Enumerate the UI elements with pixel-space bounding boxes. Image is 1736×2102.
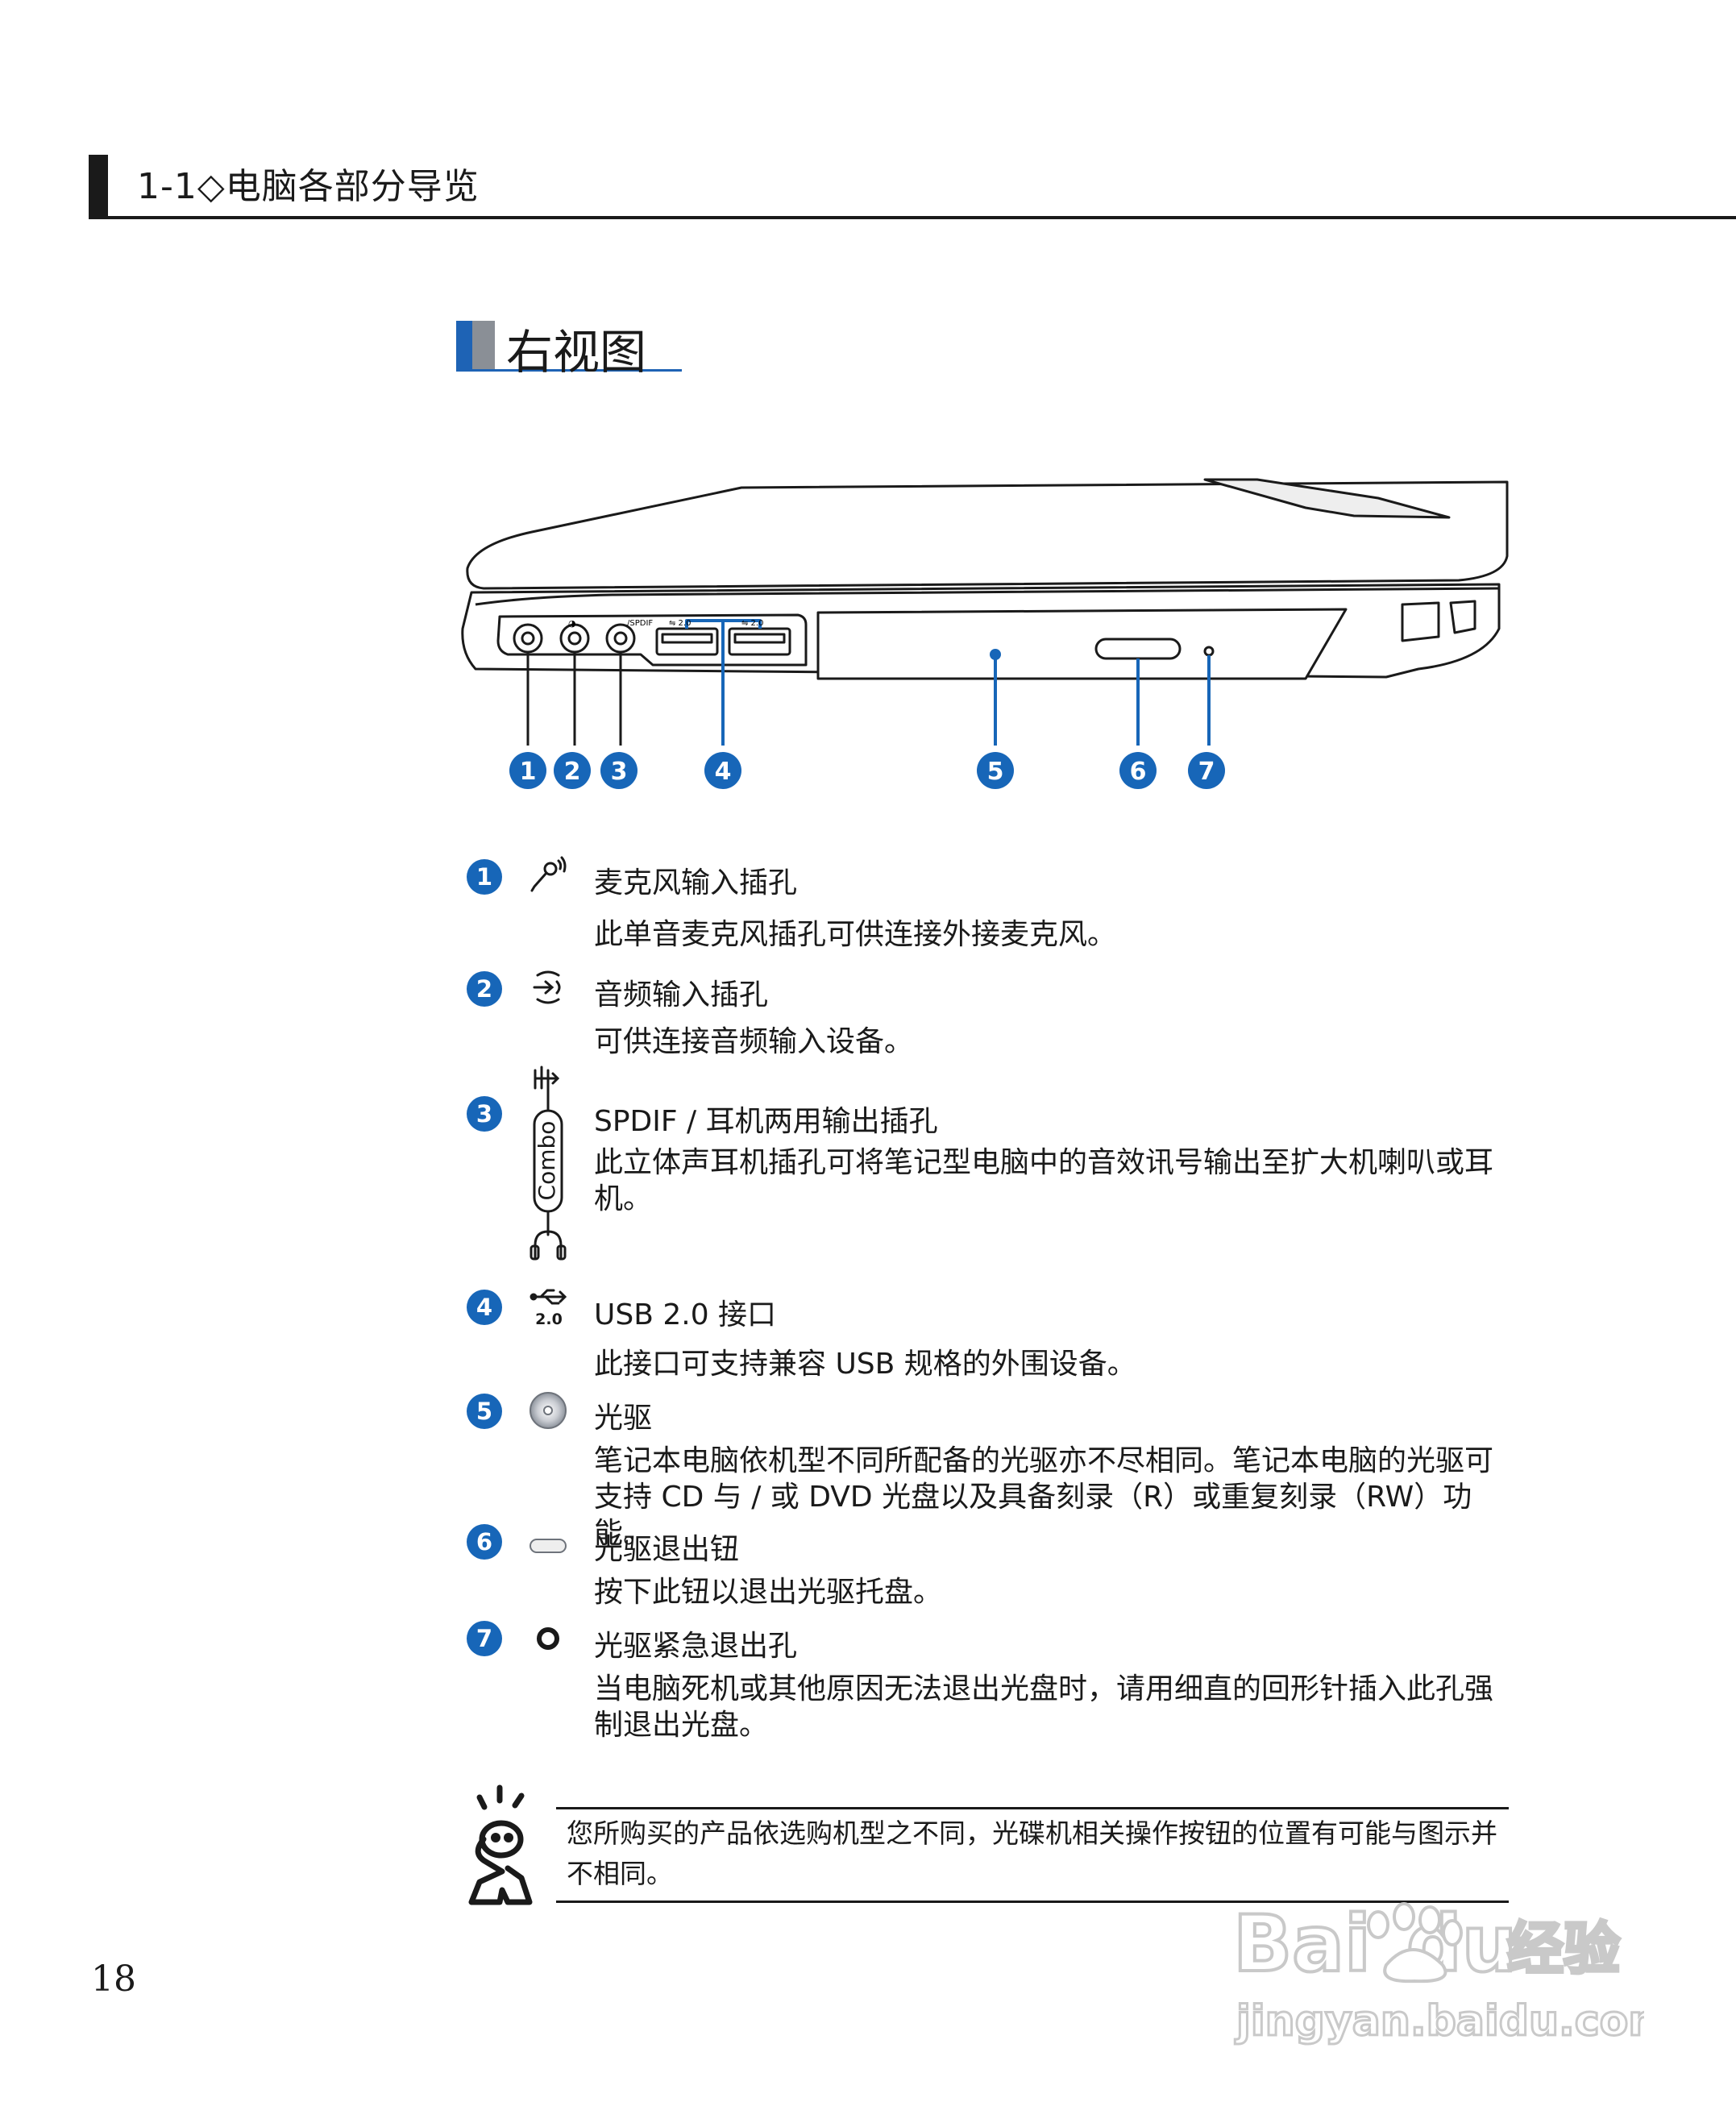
item-description: 按下此钮以退出光驱托盘。	[594, 1576, 943, 1609]
item-description: 当电脑死机或其他原因无法退出光盘时，请用细直的回形针插入此孔强制退出光盘。	[594, 1672, 1494, 1742]
usb-icon: 2.0	[530, 1289, 567, 1328]
emergency-eject-hole-icon	[537, 1627, 559, 1650]
usb-version-label: 2.0	[535, 1311, 563, 1328]
svg-text:⇋ 2.0: ⇋ 2.0	[741, 619, 763, 628]
page-number: 18	[91, 1959, 136, 2000]
item-description: 笔记本电脑依机型不同所配备的光驱亦不尽相同。笔记本电脑的光驱可支持 CD 与 /…	[594, 1444, 1494, 1550]
eject-button-icon	[530, 1539, 567, 1553]
item-number-badge: 5	[467, 1394, 502, 1429]
svg-text:Bai: Bai	[1233, 1899, 1371, 1989]
callout-3	[600, 752, 638, 789]
audio-in-icon	[533, 970, 561, 1004]
callout-2	[554, 752, 591, 789]
item-description: 可供连接音频输入设备。	[594, 1025, 914, 1058]
microphone-icon	[530, 856, 567, 892]
item-number-badge: 2	[467, 971, 502, 1007]
item-title: 光驱紧急退出孔	[594, 1630, 798, 1663]
item-number-badge: 3	[467, 1096, 502, 1132]
callout-1	[509, 752, 546, 789]
callout-6	[1119, 752, 1157, 789]
item-description: 此单音麦克风插孔可供连接外接麦克风。	[594, 918, 1117, 951]
svg-text:◑: ◑	[568, 618, 576, 629]
callout-4	[704, 752, 741, 789]
section-marker	[456, 321, 472, 371]
header-rule	[89, 216, 1736, 219]
baidu-watermark-logo: Bai du 经验 jingyan.baidu.com	[1231, 1897, 1644, 2047]
svg-text:⇋ 2.0: ⇋ 2.0	[669, 619, 691, 628]
svg-text:jingyan.baidu.com: jingyan.baidu.com	[1235, 1997, 1644, 2046]
item-title: SPDIF / 耳机两用输出插孔	[594, 1105, 938, 1138]
callout-5-label: 5	[987, 758, 1004, 786]
callout-7-label: 7	[1198, 758, 1215, 786]
callout-3-label: 3	[611, 758, 628, 786]
item-description: 此立体声耳机插孔可将笔记型电脑中的音效讯号输出至扩大机喇叭或耳机。	[594, 1146, 1494, 1215]
note-text: 您所购买的产品依选购机型之不同，光碟机相关操作按钮的位置有可能与图示并不相同。	[567, 1817, 1497, 1889]
item-number-badge: 6	[467, 1524, 502, 1560]
item-title: 光驱	[594, 1402, 653, 1435]
note-rule-top	[556, 1807, 1509, 1809]
item-number-badge: 1	[467, 859, 502, 895]
item-title: 麦克风输入插孔	[594, 866, 798, 899]
callout-7	[1188, 752, 1225, 789]
item-description: 此接口可支持兼容 USB 规格的外围设备。	[594, 1348, 1136, 1381]
note-mascot-icon	[468, 1784, 533, 1905]
section-title: 右视图	[506, 325, 647, 380]
callout-6-label: 6	[1130, 758, 1147, 786]
chapter-title: 1-1◇电脑各部分导览	[137, 166, 480, 207]
callout-5	[977, 752, 1014, 789]
svg-text:/SPDIF: /SPDIF	[627, 619, 653, 628]
item-title: 光驱退出钮	[594, 1533, 740, 1566]
callout-4-label: 4	[715, 758, 732, 786]
note-rule-bottom	[556, 1901, 1509, 1903]
section-marker-gray	[472, 321, 495, 371]
callout-2-label: 2	[564, 758, 581, 786]
optical-disc-icon	[530, 1392, 567, 1429]
laptop-right-side-diagram: ◑ /SPDIF ⇋ 2.0 ⇋ 2.0 1 2 3 4 5 6 7	[461, 478, 1509, 789]
header-bar	[89, 155, 108, 219]
item-number-badge: 4	[467, 1290, 502, 1325]
item-number-badge: 7	[467, 1621, 502, 1656]
item-title: USB 2.0 接口	[594, 1298, 777, 1331]
section-rule	[456, 369, 682, 372]
callout-1-label: 1	[520, 758, 537, 786]
combo-label: Combo	[534, 1121, 560, 1201]
spdif-headphone-combo-icon: Combo	[530, 1066, 567, 1261]
item-title: 音频输入插孔	[594, 978, 769, 1012]
svg-text:经验: 经验	[1507, 1916, 1620, 1982]
